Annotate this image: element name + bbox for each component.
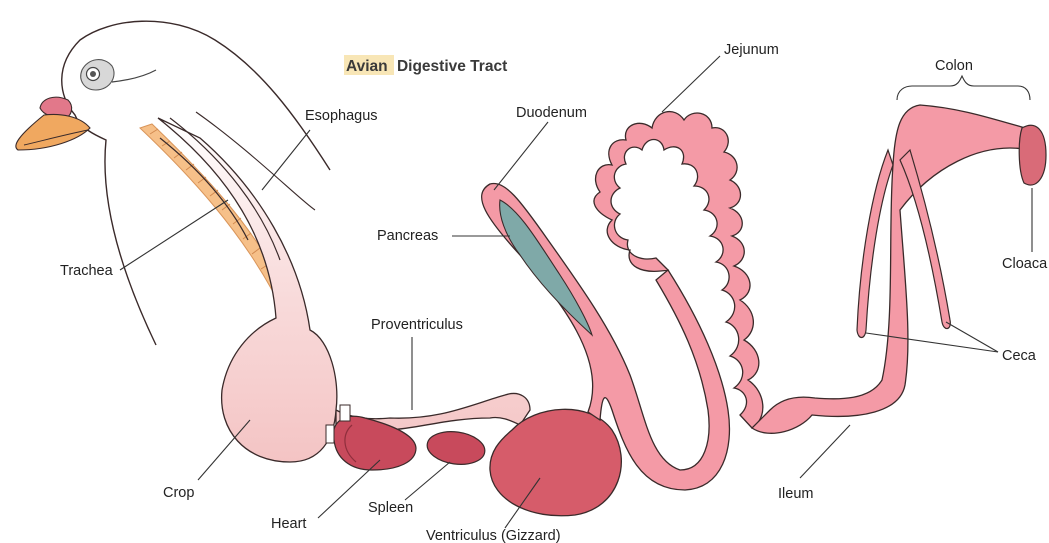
label-ventriculus: Ventriculus (Gizzard) [426,528,561,543]
label-jejunum: Jejunum [724,42,779,58]
label-trachea: Trachea [60,263,114,279]
label-cloaca: Cloaca [1002,256,1048,272]
cloaca-organ [1019,125,1046,185]
label-colon: Colon [935,58,973,74]
leader-ileum [800,425,850,478]
title-highlight-word: Avian [346,58,388,75]
diagram-title: Avian Digestive Tract [344,55,507,75]
label-spleen: Spleen [368,500,413,516]
leader-crop [198,420,250,480]
heart-organ [326,405,416,470]
pupil [90,71,96,77]
label-heart: Heart [271,516,306,532]
svg-text:Avian Digestive Tract: Avian Digestive Tract [346,58,507,75]
leader-spleen [405,462,450,500]
gizzard-organ [490,409,621,515]
leader-ceca-right [946,322,998,352]
pancreas-organ [500,200,592,335]
label-crop: Crop [163,485,194,501]
label-proventriculus: Proventriculus [371,317,463,333]
leader-ceca-left [866,333,998,352]
label-ileum: Ileum [778,486,813,502]
spleen-organ [425,428,487,468]
label-pancreas: Pancreas [377,228,438,244]
title-text: Digestive Tract [397,58,507,75]
label-duodenum: Duodenum [516,105,587,121]
leader-jejunum [662,56,720,112]
colon-bracket [897,76,1030,100]
ceca-left [857,150,893,338]
label-esophagus: Esophagus [305,108,378,124]
label-ceca: Ceca [1002,348,1037,364]
leader-duodenum [494,122,548,190]
